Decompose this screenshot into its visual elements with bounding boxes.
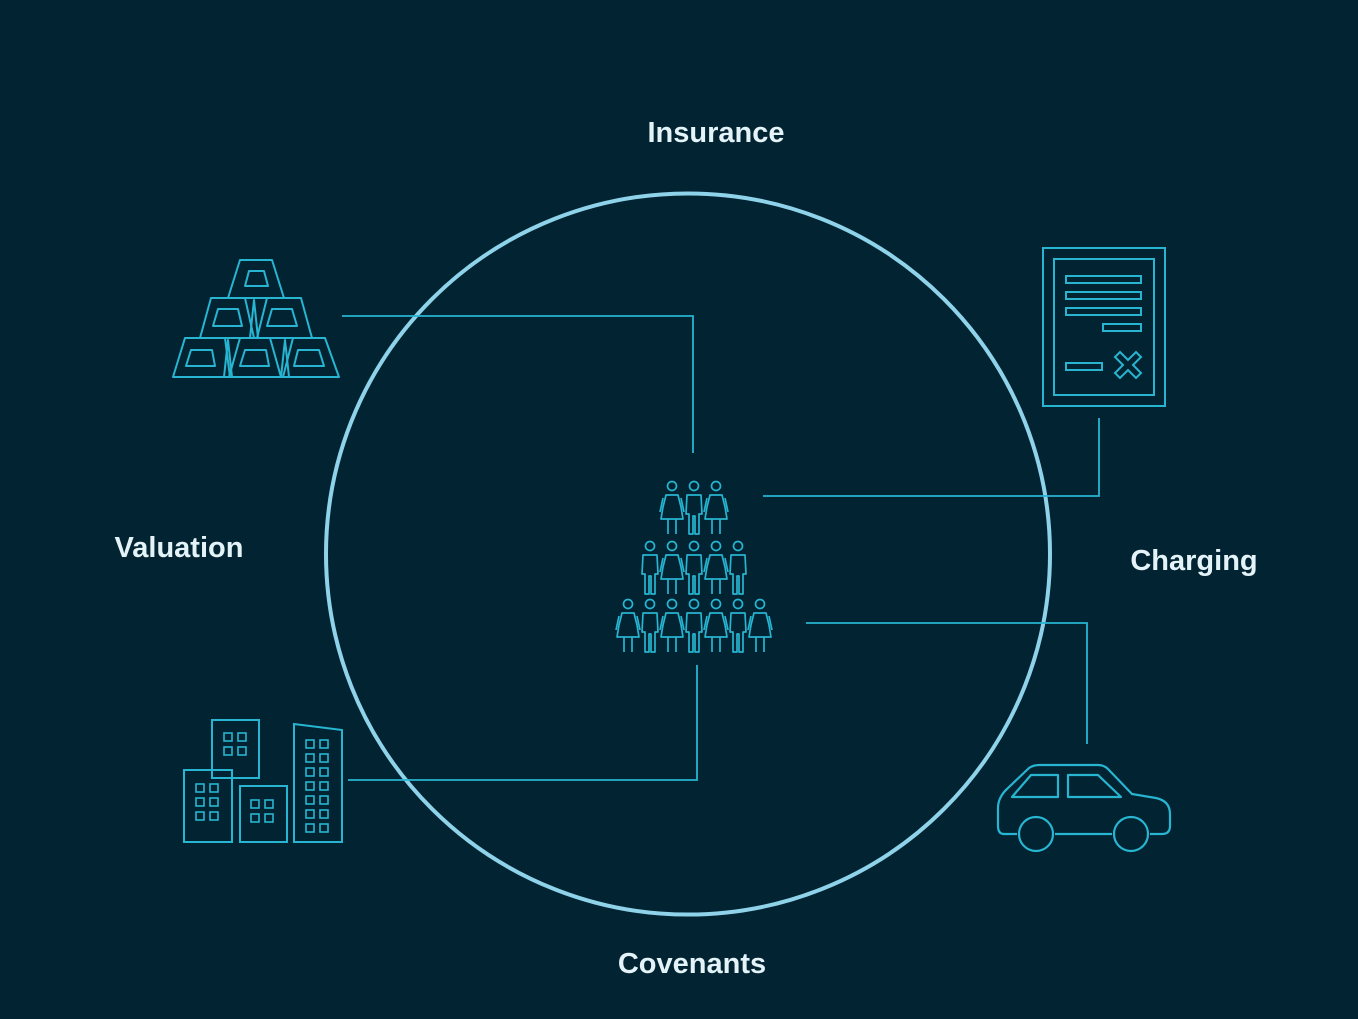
connector-buildings [348, 665, 698, 781]
people-group-icon [615, 480, 773, 653]
person-figure [685, 480, 703, 535]
person-figure [703, 480, 729, 534]
contract-document-icon [1042, 247, 1166, 407]
label-charging: Charging [1130, 545, 1258, 577]
person-figure [685, 540, 703, 595]
connector-valuation [342, 315, 694, 453]
label-valuation: Valuation [114, 532, 244, 564]
label-insurance: Insurance [647, 117, 785, 149]
label-covenants: Covenants [617, 948, 767, 980]
person-figure [659, 598, 685, 652]
gold-bars-icon [172, 259, 340, 378]
person-figure [641, 540, 659, 595]
city-buildings-icon [183, 719, 343, 843]
connector-charging [763, 418, 1100, 497]
ring [324, 191, 1052, 917]
person-figure [747, 598, 773, 652]
person-figure [729, 540, 747, 595]
person-figure [615, 598, 641, 652]
person-figure [659, 540, 685, 594]
person-figure [659, 480, 685, 534]
person-figure [641, 598, 659, 653]
person-figure [703, 598, 729, 652]
person-figure [685, 598, 703, 653]
person-figure [729, 598, 747, 653]
connector-car [806, 622, 1088, 744]
car-icon [996, 763, 1172, 853]
person-figure [703, 540, 729, 594]
